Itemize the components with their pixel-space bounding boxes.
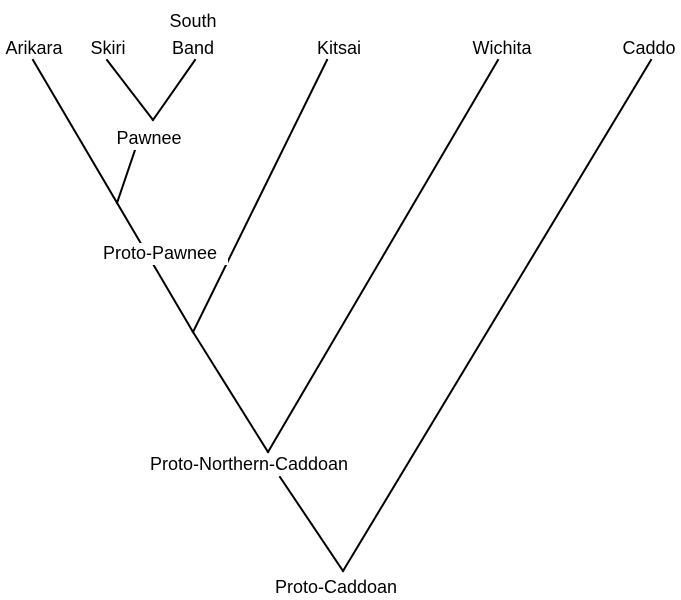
branch-south-band — [151, 58, 197, 122]
branch-kitsai — [191, 58, 329, 334]
node-label-pawnee: Pawnee — [116, 128, 181, 148]
node-label-bg-proto-northern-caddoan — [131, 454, 367, 476]
branch-arikara — [31, 58, 195, 334]
branch-wichita — [266, 58, 500, 454]
leaf-label-kitsai: Kitsai — [317, 38, 361, 58]
leaf-label-south-band-line2: Band — [172, 38, 214, 58]
tree-branches — [31, 58, 653, 573]
node-label-proto-caddoan: Proto-Caddoan — [275, 577, 397, 597]
branch-proto-pawnee-to-northern — [191, 330, 270, 454]
node-label-bg-pawnee — [110, 128, 188, 150]
branch-skiri — [105, 58, 155, 122]
node-label-proto-northern-caddoan: Proto-Northern-Caddoan — [150, 454, 348, 474]
branch-caddo — [341, 58, 653, 573]
leaf-label-arikara: Arikara — [5, 38, 63, 58]
node-label-bg-proto-pawnee — [92, 243, 228, 265]
leaf-label-wichita: Wichita — [472, 38, 532, 58]
node-label-proto-pawnee: Proto-Pawnee — [103, 243, 217, 263]
leaf-label-south-band-line1: South — [169, 11, 216, 31]
branch-pawnee-to-proto-pawnee — [115, 148, 137, 205]
leaf-label-skiri: Skiri — [91, 38, 126, 58]
branch-northern-to-caddoan — [278, 475, 345, 573]
leaf-label-caddo: Caddo — [622, 38, 675, 58]
